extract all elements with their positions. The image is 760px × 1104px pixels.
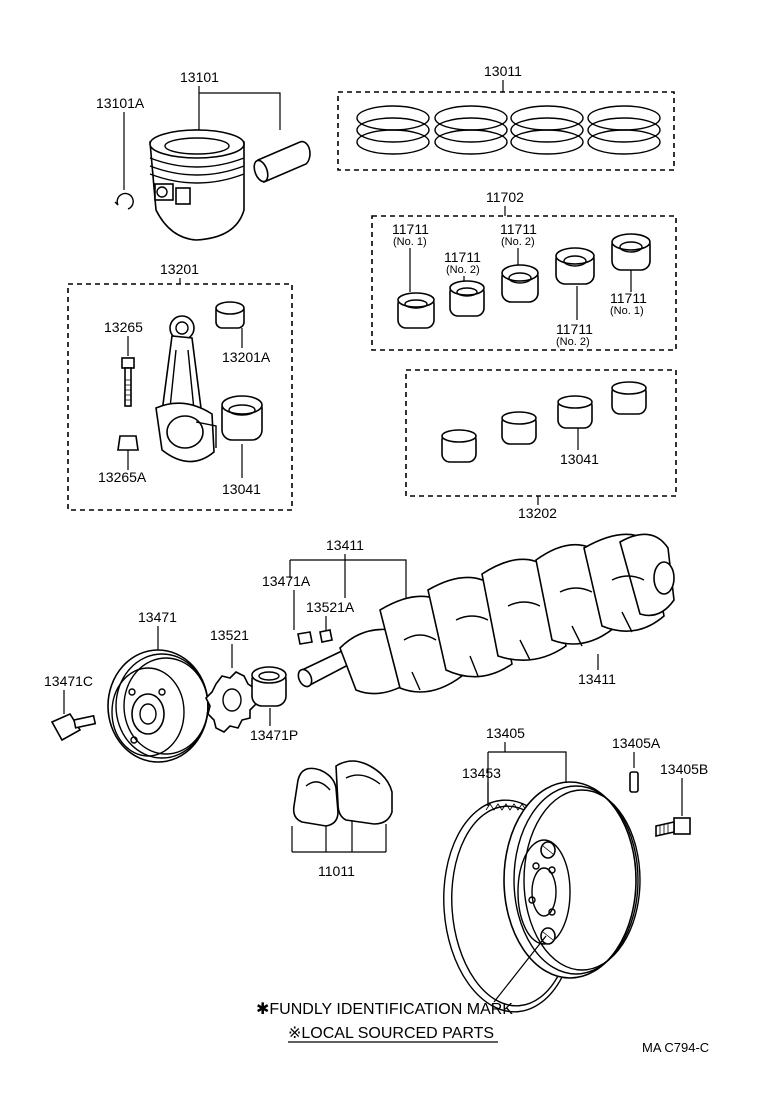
rod-bolt xyxy=(121,357,135,407)
piston-pin xyxy=(253,140,311,184)
ring-stack-1 xyxy=(356,105,430,155)
label-13521: 13521 xyxy=(210,627,249,643)
rod-bearing-shell-2 xyxy=(501,411,537,445)
piston-assembly: 13101 13101A xyxy=(96,69,311,241)
label-11711-d: 11711 xyxy=(556,321,593,337)
label-11711-d-sub: (No. 2) xyxy=(556,336,590,348)
label-13453: 13453 xyxy=(462,765,501,781)
piston-ring-set: 13011 xyxy=(337,63,675,171)
crankshaft-assembly: 13411 13471A 13521A 13411 xyxy=(262,533,675,695)
label-11711-e-sub: (No. 1) xyxy=(610,305,644,317)
label-13265a: 13265A xyxy=(98,469,147,485)
ring-stack-2 xyxy=(434,105,508,155)
crank-pulley xyxy=(107,649,209,763)
label-13411-bottom: 13411 xyxy=(578,671,616,687)
local-sourced-parts-note: ※LOCAL SOURCED PARTS xyxy=(288,1025,494,1042)
rod-bearing-shell-1 xyxy=(441,429,477,463)
connecting-rod-assembly: 13201 13265 13201A 13265A 13041 xyxy=(67,261,293,511)
label-13405a: 13405A xyxy=(612,735,661,751)
timing-gear-assembly: 13521 13471P xyxy=(205,627,298,743)
label-13405b: 13405B xyxy=(660,761,708,777)
label-13201: 13201 xyxy=(160,261,199,277)
rod-bearing-shell-4 xyxy=(611,381,647,415)
bearing-shell-5 xyxy=(611,233,651,271)
label-13405: 13405 xyxy=(486,725,525,741)
flywheel-assembly: 13405 13453 13405A 13405B xyxy=(443,725,708,1013)
crank-key-1 xyxy=(297,631,313,645)
rod-bush xyxy=(215,301,245,329)
label-11711-c: 11711 xyxy=(500,221,537,237)
label-11711-c-sub: (No. 2) xyxy=(501,236,535,248)
flywheel xyxy=(503,781,641,979)
rod-nut xyxy=(117,435,139,451)
label-13101a: 13101A xyxy=(96,95,145,111)
label-13011: 13011 xyxy=(484,63,522,79)
label-13202: 13202 xyxy=(518,505,557,521)
flywheel-bolt xyxy=(655,817,691,837)
label-13521a: 13521A xyxy=(306,599,355,615)
label-11011: 11011 xyxy=(318,863,355,879)
bearing-shell-1 xyxy=(397,292,435,329)
rod-bearing-set: 13041 13202 xyxy=(405,369,677,521)
thrust-washer-2 xyxy=(335,760,393,825)
identification-mark-note: ✱FUNDLY IDENTIFICATION MARK xyxy=(256,1001,513,1018)
figure-code: MA C794-C xyxy=(642,1040,709,1055)
connecting-rod xyxy=(155,315,217,463)
label-11711-b-sub: (No. 2) xyxy=(446,264,480,276)
label-13471: 13471 xyxy=(138,609,177,625)
rod-bearing-shell-3 xyxy=(557,395,593,429)
label-13471p: 13471P xyxy=(250,727,298,743)
bearing-shell-4 xyxy=(555,247,595,285)
crank-key-2 xyxy=(319,629,333,643)
rod-bearing xyxy=(221,395,263,441)
label-13411-top: 13411 xyxy=(326,537,364,553)
bearing-shell-2 xyxy=(449,280,485,317)
notes: ✱FUNDLY IDENTIFICATION MARK ※LOCAL SOURC… xyxy=(256,935,709,1055)
piston xyxy=(149,129,245,241)
label-11711-a: 11711 xyxy=(392,221,429,237)
label-11711-b: 11711 xyxy=(444,249,481,265)
ring-stack-4 xyxy=(587,105,661,155)
thrust-washer-set: 11011 xyxy=(291,760,393,879)
label-13471a: 13471A xyxy=(262,573,311,589)
crank-spacer xyxy=(251,666,287,707)
label-13265: 13265 xyxy=(104,319,143,335)
thrust-washer-1 xyxy=(292,767,339,827)
ring-stack-3 xyxy=(510,105,584,155)
snap-ring xyxy=(114,192,134,210)
main-bearing-set: 11702 11711 (No. 1) 11711 (No. 2) 11711 … xyxy=(371,189,677,351)
crank-pulley-assembly: 13471 13471C xyxy=(44,609,209,763)
dowel-pin xyxy=(629,771,639,793)
pulley-bolt xyxy=(50,712,97,742)
label-11702: 11702 xyxy=(486,189,524,205)
label-13041-b: 13041 xyxy=(560,451,599,467)
crankshaft xyxy=(297,533,675,695)
label-13201a: 13201A xyxy=(222,349,271,365)
label-13471c: 13471C xyxy=(44,673,93,689)
label-11711-e: 11711 xyxy=(610,290,647,306)
label-11711-a-sub: (No. 1) xyxy=(393,236,427,248)
label-13041-a: 13041 xyxy=(222,481,261,497)
crank-timing-gear xyxy=(205,671,257,733)
label-13101: 13101 xyxy=(180,69,219,85)
bearing-shell-3 xyxy=(501,264,539,303)
